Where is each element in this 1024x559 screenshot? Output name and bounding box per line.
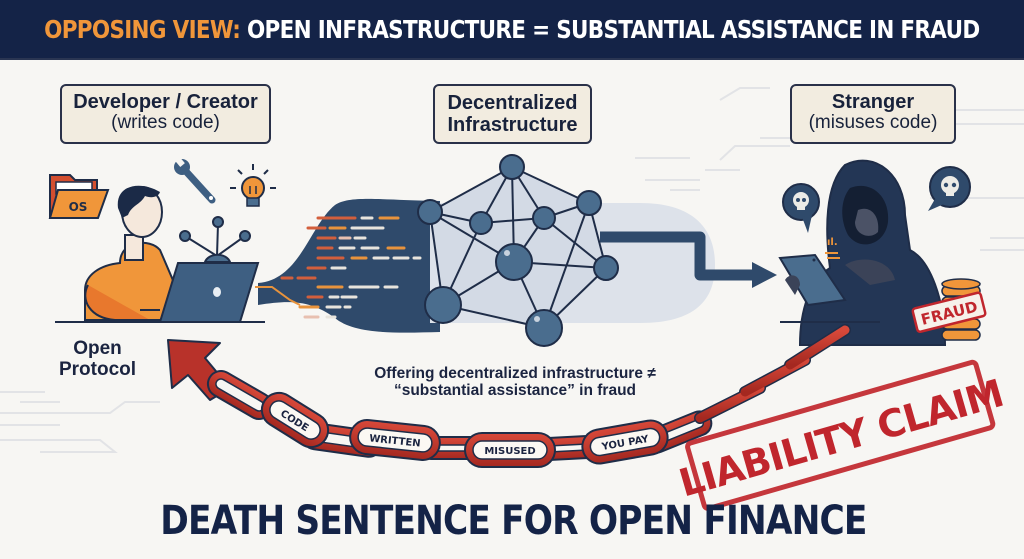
stranger-illustration: ıl. FRAUD — [778, 159, 987, 346]
developer-title: Developer / Creator — [73, 91, 258, 113]
chain-link-labeled: WRITTEN — [349, 419, 441, 461]
developer-person — [84, 185, 177, 321]
footer-title: DEATH SENTENCE FOR OPEN FINANCE — [160, 498, 867, 544]
caption-line2: “substantial assistance” in fraud — [393, 382, 637, 400]
network-node — [525, 309, 563, 347]
caption: Offering decentralized infrastructure ≠ … — [350, 365, 680, 400]
stranger-title: Stranger — [831, 91, 915, 113]
network-node — [499, 154, 525, 180]
network-node — [417, 199, 443, 225]
header-banner: OPPOSING VIEW: OPEN INFRASTRUCTURE = SUB… — [0, 0, 1024, 60]
open-protocol-label: Open Protocol — [50, 338, 145, 381]
banner-title: OPPOSING VIEW: OPEN INFRASTRUCTURE = SUB… — [44, 14, 980, 44]
code-stream — [255, 198, 440, 333]
stranger-label: Stranger (misuses code) — [790, 84, 956, 144]
network-node — [576, 190, 602, 216]
chain-link-label: MISUSED — [484, 446, 535, 457]
wrench-icon — [174, 157, 216, 204]
skull-speech-bubble-icon — [928, 166, 971, 211]
chain-link-labeled: YOU PAY — [581, 419, 669, 465]
developer-illustration: OS — [48, 157, 276, 323]
infrastructure-subtitle: Infrastructure — [447, 114, 578, 136]
chain-link-labeled: MISUSED — [464, 432, 556, 468]
network-graph — [417, 154, 619, 347]
tablet-icon — [778, 253, 847, 307]
network-node — [469, 211, 493, 235]
folder-icon: OS — [48, 174, 110, 219]
laptop-icon — [158, 262, 260, 323]
stranger-subtitle: (misuses code) — [808, 112, 938, 133]
network-node-icon — [179, 216, 251, 263]
svg-text:OS: OS — [69, 200, 88, 214]
network-node — [593, 255, 619, 281]
network-node — [424, 286, 462, 324]
infrastructure-label: Decentralized Infrastructure — [433, 84, 592, 144]
svg-text:ıl.: ıl. — [827, 237, 838, 248]
skull-speech-bubble-icon — [782, 183, 820, 233]
banner-main-text: OPEN INFRASTRUCTURE = SUBSTANTIAL ASSIST… — [240, 14, 980, 44]
chain-link-label: WRITTEN — [369, 433, 421, 449]
chain-link-labeled: CODE — [260, 391, 330, 449]
caption-line1: Offering decentralized infrastructure ≠ — [374, 365, 656, 382]
network-node — [532, 206, 556, 230]
chain: CODE WRITTEN MISUSED YOU PAY — [167, 324, 851, 468]
open-protocol-line1: Open — [73, 338, 122, 359]
flow-arrow-icon — [600, 231, 777, 288]
network-node — [495, 243, 533, 281]
infrastructure-title: Decentralized — [447, 92, 578, 114]
open-protocol-line2: Protocol — [58, 359, 137, 381]
liability-claim-stamp: LIABILITY CLAIM — [674, 359, 1008, 511]
developer-subtitle: (writes code) — [111, 112, 220, 133]
banner-accent-text: OPPOSING VIEW: — [44, 14, 241, 44]
developer-label: Developer / Creator (writes code) — [60, 84, 271, 144]
lightbulb-icon — [230, 164, 276, 207]
